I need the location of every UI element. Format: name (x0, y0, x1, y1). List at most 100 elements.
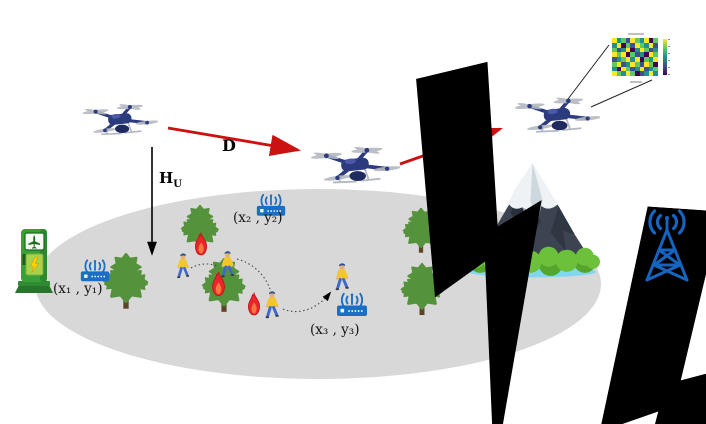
heatmap-cell (639, 38, 645, 43)
heatmap-cell (621, 61, 626, 67)
uav-drone-icon (308, 141, 400, 189)
heatmap-callout-line (590, 79, 653, 108)
heatmap-cell (634, 57, 640, 62)
heatmap-cell (634, 61, 640, 67)
heatmap-cell (612, 61, 617, 67)
heatmap-cell (644, 47, 649, 53)
heatmap-cell (630, 57, 635, 62)
uav-drone-icon (80, 99, 158, 140)
heatmap-cell (612, 47, 617, 53)
heatmap-cell (653, 66, 658, 72)
heatmap-cell (644, 57, 649, 62)
heatmap-cell (625, 38, 631, 43)
heatmap-cell (639, 66, 645, 72)
heatmap-cell (621, 38, 626, 43)
distance-label: D (222, 136, 236, 155)
heatmap-cell (644, 61, 649, 67)
heatmap-cell (621, 52, 626, 57)
heatmap-title-placeholder (628, 33, 644, 35)
heatmap-cell (639, 52, 645, 57)
heatmap-cell (616, 57, 622, 62)
heatmap-cell (616, 38, 622, 43)
altitude-label-main: H (159, 169, 174, 187)
heatmap-cell (653, 47, 658, 53)
heatmap-cell (653, 52, 658, 57)
heatmap-cell (653, 61, 658, 67)
heatmap-cell (634, 42, 640, 48)
heatmap-cell (612, 66, 617, 72)
heatmap-cell (625, 47, 631, 53)
heatmap-cell (625, 52, 631, 57)
heatmap-cell (653, 57, 658, 62)
heatmap-cell (612, 52, 617, 57)
heatmap-colorbar-ticks (668, 39, 670, 75)
heatmap-cell (616, 42, 622, 48)
heatmap-cell (630, 38, 635, 43)
heatmap-cell (648, 47, 654, 53)
heatmap-cell (630, 47, 635, 53)
heatmap-cell (639, 47, 645, 53)
heatmap-cell (648, 66, 654, 72)
cellular-base-station-icon (637, 206, 697, 284)
heatmap-cell (630, 42, 635, 48)
heatmap-cell (621, 71, 626, 76)
heatmap-callout-line (567, 44, 610, 100)
heatmap-cell (648, 61, 654, 67)
heatmap-colorbar (663, 39, 667, 75)
heatmap-cell (630, 52, 635, 57)
heatmap-cell (634, 38, 640, 43)
sensor3-coords-label: (x₃ , y₃) (310, 322, 360, 338)
heatmap-cell (648, 38, 654, 43)
heatmap-cell (634, 71, 640, 76)
rescue-dotted-path (236, 258, 271, 290)
sensor1-coords-label: (x₁ , y₁) (53, 281, 103, 297)
heatmap-cell (648, 57, 654, 62)
heatmap-cell (639, 71, 645, 76)
heatmap-cell (625, 61, 631, 67)
heatmap-cell (630, 66, 635, 72)
heatmap-cell (630, 61, 635, 67)
heatmap-cell (653, 38, 658, 43)
uav-trajectory-arrow (167, 126, 302, 157)
heatmap-cell (648, 71, 654, 76)
heatmap-cell (648, 42, 654, 48)
heatmap-cell (612, 57, 617, 62)
rescue-dotted-path (282, 291, 332, 313)
heatmap-cell (653, 42, 658, 48)
heatmap-cell (644, 66, 649, 72)
heatmap-cell (634, 47, 640, 53)
heatmap-cell (639, 42, 645, 48)
heatmap-cell (612, 42, 617, 48)
heatmap-cell (616, 47, 622, 53)
heatmap-cell (639, 57, 645, 62)
heatmap-cell (625, 42, 631, 48)
heatmap-cell (612, 38, 617, 43)
heatmap-cell (621, 66, 626, 72)
heatmap-cell (634, 52, 640, 57)
heatmap-cell (621, 47, 626, 53)
heatmap-cell (621, 42, 626, 48)
heatmap-cell (625, 57, 631, 62)
heatmap-grid (612, 38, 658, 76)
heatmap-cell (653, 71, 658, 76)
altitude-label: HU (159, 169, 182, 190)
collected-data-heatmap (608, 31, 670, 85)
heatmap-cell (612, 71, 617, 76)
heatmap-cell (644, 71, 649, 76)
heatmap-cell (648, 52, 654, 57)
heatmap-cell (616, 52, 622, 57)
uav-drone-icon (512, 92, 600, 138)
sensor2-coords-label: (x₂ , y₂) (233, 210, 283, 226)
heatmap-cell (630, 71, 635, 76)
heatmap-cell (625, 71, 631, 76)
heatmap-xlabel-placeholder (630, 81, 642, 83)
heatmap-cell (616, 66, 622, 72)
heatmap-cell (625, 66, 631, 72)
heatmap-cell (644, 38, 649, 43)
altitude-label-sub: U (173, 179, 182, 190)
heatmap-cell (639, 61, 645, 67)
heatmap-cell (644, 52, 649, 57)
heatmap-cell (616, 61, 622, 67)
